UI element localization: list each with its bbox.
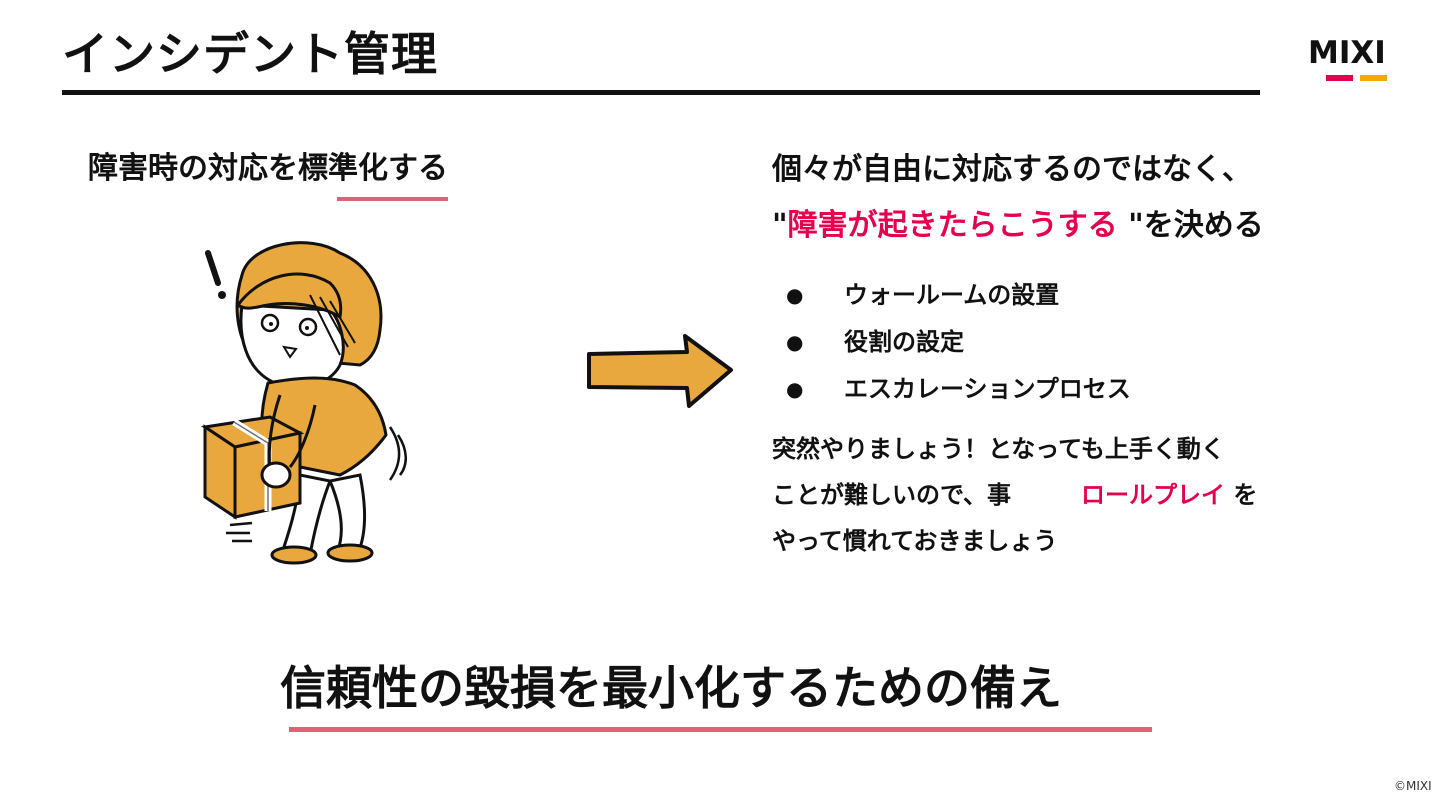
note-line2-suffix: を xyxy=(1225,481,1258,509)
note-line2: ことが難しいので、事 ロールプレイ を xyxy=(772,472,1392,518)
list-item: ● ウォールームの設置 xyxy=(786,272,1286,319)
quote-open: " xyxy=(772,208,788,243)
bullet-text: ウォールームの設置 xyxy=(844,281,1060,309)
logo-pink-bar xyxy=(1326,75,1353,81)
copyright-text: ©MIXI xyxy=(1394,779,1432,793)
conclusion-underline xyxy=(289,727,1152,732)
right-heading-highlight: 障害が起きたらこうする xyxy=(787,208,1118,243)
logo-text: MIXI xyxy=(1308,35,1386,71)
bullet-dot: ● xyxy=(786,330,804,354)
bullet-text: 役割の設定 xyxy=(844,328,964,356)
bullet-text: エスカレーションプロセス xyxy=(844,375,1131,403)
bullet-list: ● ウォールームの設置 ● 役割の設定 ● エスカレーションプロセス xyxy=(786,272,1286,413)
exclamation-mark-icon xyxy=(205,250,226,299)
right-heading-line2: "障害が起きたらこうする "を決める xyxy=(772,198,1392,254)
note-highlight: ロールプレイ xyxy=(1081,481,1226,509)
bullet-dot: ● xyxy=(786,377,804,401)
note-line1: 突然やりましょう！となっても上手く動く xyxy=(772,435,1225,463)
note-line3: やって慣れておきましょう xyxy=(772,527,1058,555)
title-divider xyxy=(62,90,1260,95)
page-title: インシデント管理 xyxy=(62,27,438,81)
left-heading: 障害時の対応を標準化する xyxy=(88,151,448,186)
left-heading-underline xyxy=(337,197,448,201)
note-line2-prefix: ことが難しいので、事 xyxy=(772,481,1012,509)
note-paragraph: 突然やりましょう！となっても上手く動く ことが難しいので、事 ロールプレイ を や… xyxy=(772,426,1392,564)
bullet-dot: ● xyxy=(786,283,804,307)
right-heading-line1: 個々が自由に対応するのではなく、 xyxy=(772,152,1252,187)
right-heading: 個々が自由に対応するのではなく、 "障害が起きたらこうする "を決める xyxy=(772,142,1392,254)
list-item: ● 役割の設定 xyxy=(786,319,1286,366)
person-carrying-box-illustration xyxy=(200,241,407,565)
right-heading-suffix: "を決める xyxy=(1117,208,1264,243)
right-arrow-icon xyxy=(587,334,733,408)
mixi-logo: MIXI xyxy=(1308,36,1404,88)
list-item: ● エスカレーションプロセス xyxy=(786,366,1286,413)
logo-orange-bar xyxy=(1360,75,1387,81)
conclusion-text: 信頼性の毀損を最小化するための備え xyxy=(280,661,1062,715)
